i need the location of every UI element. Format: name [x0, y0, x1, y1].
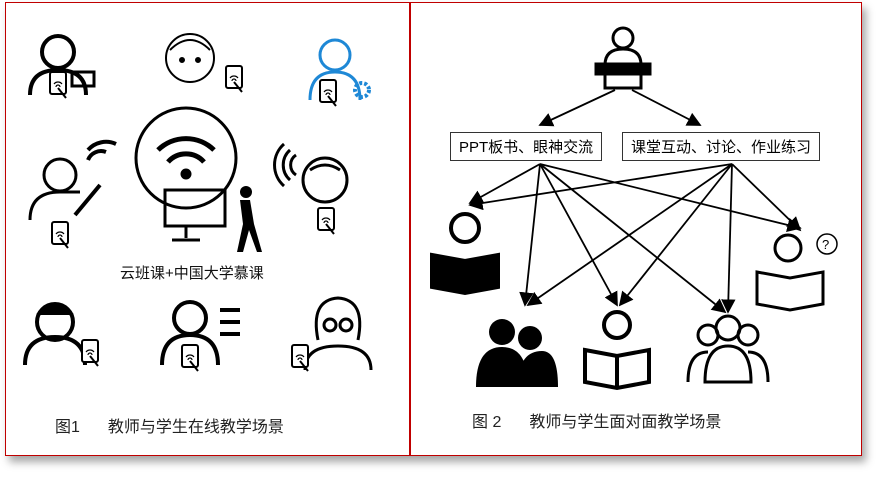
box-class-interaction: 课堂互动、讨论、作业练习: [622, 132, 821, 161]
student-bottom-left-icon: [23, 302, 100, 368]
student-reading-icon: [583, 310, 651, 391]
student-with-signal-icon: [273, 142, 349, 236]
student-reading-dark-icon: [430, 212, 500, 296]
platform-label: 云班课+中国大学慕课: [120, 265, 264, 282]
caption-number: 图1: [55, 419, 80, 436]
student-with-glasses-icon: [290, 296, 373, 373]
two-students-icon: [476, 319, 558, 387]
phone-icon: [319, 79, 337, 107]
panel-divider: [409, 2, 411, 456]
figure1-caption: 图1 教师与学生在线教学场景: [55, 413, 284, 437]
walking-teacher-icon: [237, 186, 262, 252]
student-with-phone-card: [28, 34, 96, 100]
student-group-icon: [686, 314, 770, 384]
caption-number: 图 2: [472, 414, 502, 431]
girl-student-icon: [165, 33, 243, 93]
teacher-at-podium-icon: [594, 26, 652, 90]
flow-arrows: [468, 89, 802, 314]
student-with-question-icon: ?: [755, 233, 838, 312]
caption-text: 教师与学生在线教学场景: [107, 419, 284, 436]
caption-text: 教师与学生面对面教学场景: [529, 414, 722, 431]
student-with-pencil-wifi: [28, 139, 117, 250]
svg-text:?: ?: [822, 237, 829, 252]
figure2-caption: 图 2 教师与学生面对面教学场景: [472, 408, 721, 432]
box-ppt-eye-contact: PPT板书、眼神交流: [450, 132, 603, 161]
online-platform-icon: [134, 106, 238, 242]
figure-frame: [5, 2, 862, 456]
blue-student-settings-icon: [308, 38, 371, 101]
student-bottom-center-icon: [160, 300, 240, 373]
